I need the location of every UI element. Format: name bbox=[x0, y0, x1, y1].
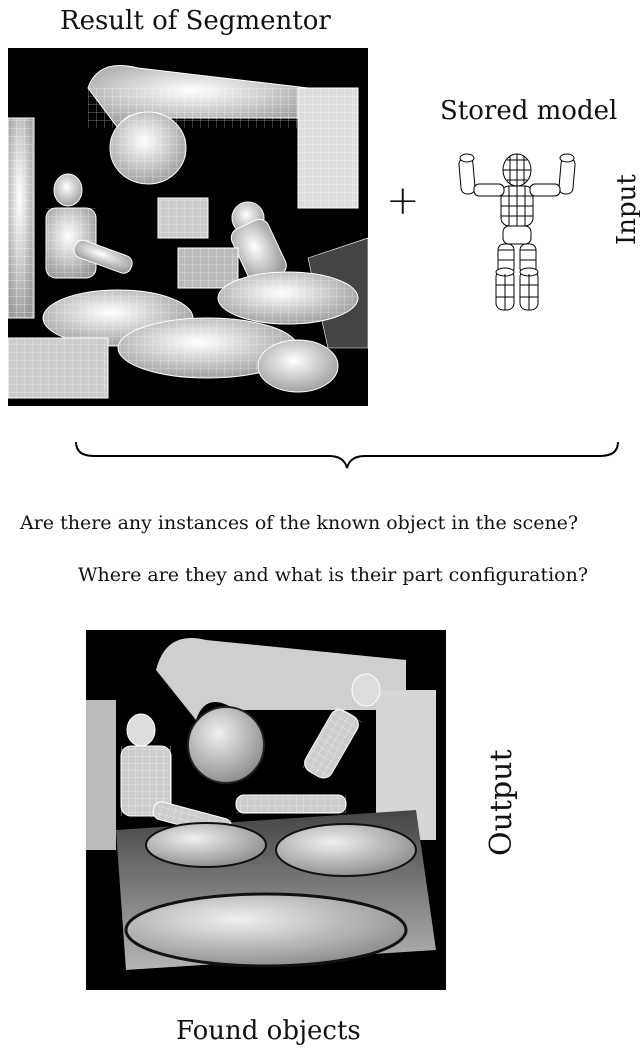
found-objects-title: Found objects bbox=[176, 1016, 361, 1046]
question-known-object: Are there any instances of the known obj… bbox=[20, 512, 578, 534]
segmentor-result-image bbox=[8, 48, 368, 406]
found-objects-image bbox=[86, 630, 446, 990]
question-part-configuration: Where are they and what is their part co… bbox=[78, 564, 588, 586]
curly-brace-divider bbox=[74, 440, 620, 470]
plus-sign: + bbox=[386, 178, 420, 224]
stored-model-title: Stored model bbox=[440, 96, 617, 126]
stored-model-figure bbox=[452, 140, 582, 320]
segmentor-title: Result of Segmentor bbox=[60, 6, 331, 36]
input-label: Input bbox=[612, 174, 640, 245]
output-label: Output bbox=[484, 749, 519, 856]
